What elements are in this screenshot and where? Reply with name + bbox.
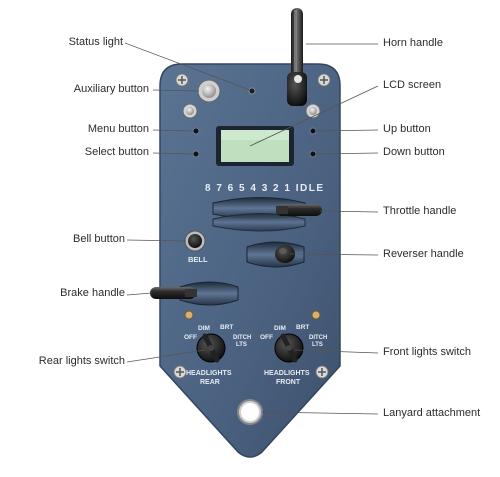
front-indicator-light: [311, 310, 321, 320]
label-up-button: Up button: [383, 123, 431, 135]
front-caption-headlights: HEADLIGHTS: [264, 370, 310, 377]
label-lcd-screen: LCD screen: [383, 79, 442, 91]
front-caption-front: FRONT: [276, 379, 301, 386]
rear-dim-label: DIM: [198, 325, 210, 332]
label-throttle-handle: Throttle handle: [383, 205, 457, 217]
reverser-handle[interactable]: [275, 245, 295, 263]
label-horn-handle: Horn handle: [383, 37, 443, 49]
rear-caption-headlights: HEADLIGHTS: [186, 370, 232, 377]
throttle-handle[interactable]: [276, 204, 322, 216]
label-brake-handle: Brake handle: [60, 287, 125, 299]
front-lights-switch[interactable]: [274, 333, 304, 363]
front-ditch-label: DITCH: [309, 335, 327, 341]
up-button[interactable]: [309, 127, 317, 135]
label-menu-button: Menu button: [87, 123, 149, 135]
front-off-label: OFF: [260, 334, 273, 341]
leader-lines: [124, 42, 379, 415]
label-status-light: Status light: [68, 36, 123, 48]
label-front-lights-switch: Front lights switch: [383, 346, 472, 358]
label-reverser-handle: Reverser handle: [383, 248, 464, 260]
horn-handle[interactable]: [287, 8, 307, 106]
auxiliary-button[interactable]: [197, 79, 221, 103]
screw-top-left: [175, 73, 189, 87]
right-round-button[interactable]: [305, 103, 321, 119]
label-rear-lights-switch: Rear lights switch: [38, 355, 125, 367]
label-down-button: Down button: [383, 146, 445, 158]
label-bell-button: Bell button: [73, 233, 125, 245]
rear-lts-label: LTS: [236, 342, 247, 348]
label-lanyard-attachment: Lanyard attachment: [383, 407, 481, 419]
front-brt-label: BRT: [296, 324, 309, 331]
status-light: [248, 87, 256, 95]
rear-indicator-light: [184, 310, 194, 320]
select-button[interactable]: [192, 150, 200, 158]
front-lts-label: LTS: [312, 342, 323, 348]
rear-ditch-label: DITCH: [233, 335, 251, 341]
rear-caption-rear: REAR: [200, 379, 220, 386]
menu-button[interactable]: [192, 127, 200, 135]
screw-top-right: [317, 73, 331, 87]
notch-scale-label: 8 7 6 5 4 3 2 1 IDLE: [205, 183, 325, 194]
rear-off-label: OFF: [184, 334, 197, 341]
rear-brt-label: BRT: [220, 324, 233, 331]
left-round-button[interactable]: [182, 103, 198, 119]
label-select-button: Select button: [84, 146, 149, 158]
lanyard-attachment[interactable]: [237, 399, 263, 425]
brake-slot: [179, 281, 239, 306]
screw-bottom-right: [315, 365, 329, 379]
rear-lights-switch[interactable]: [196, 333, 226, 363]
brake-handle[interactable]: [150, 287, 197, 299]
label-auxiliary-button: Auxiliary button: [73, 83, 149, 95]
down-button[interactable]: [309, 150, 317, 158]
bell-label: BELL: [188, 255, 208, 264]
bell-button[interactable]: [184, 230, 206, 252]
front-dim-label: DIM: [274, 325, 286, 332]
screw-bottom-left: [173, 365, 187, 379]
